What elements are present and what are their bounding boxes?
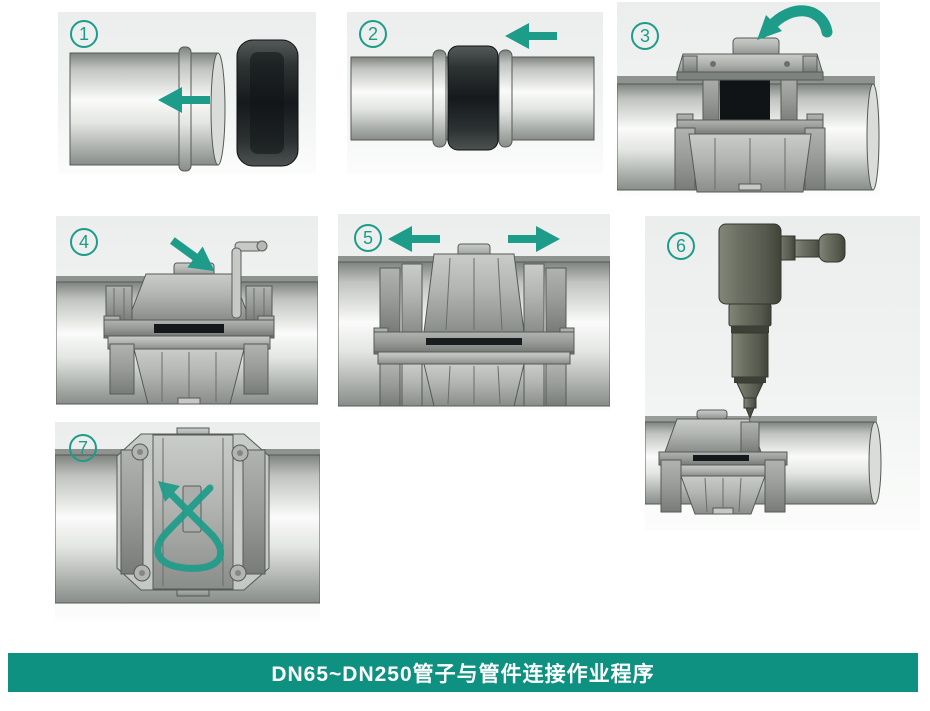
arrow-right-icon <box>508 226 560 252</box>
arrow-left-icon <box>505 23 557 49</box>
step-4-badge: 4 <box>70 228 98 256</box>
rubber-gasket-joint <box>447 45 499 151</box>
flip-over-arrow-icon <box>757 5 833 40</box>
coupling-assembled <box>373 243 575 407</box>
title-banner: DN65~DN250管子与管件连接作业程序 <box>8 653 918 692</box>
step-6-illustration <box>645 223 882 515</box>
arrow-left-icon <box>388 226 440 252</box>
gasket-visible <box>720 72 770 128</box>
step-4-illustration <box>56 230 318 405</box>
step-2-badge: 2 <box>359 20 387 48</box>
pipe <box>69 46 226 172</box>
coupling-assembled <box>658 409 788 515</box>
coupling-lower-half <box>674 71 826 193</box>
step-4-panel: 4 <box>56 216 318 408</box>
step-1-panel: 1 <box>58 12 316 174</box>
torque-tool <box>718 223 846 420</box>
step-1-illustration <box>69 39 299 172</box>
cross-tighten-arrow-icon <box>154 481 224 572</box>
step-3-badge: 3 <box>631 22 659 50</box>
step-7-panel: 7 <box>55 422 320 620</box>
coupling-assembled <box>103 262 275 405</box>
step-6-panel: 6 <box>645 216 920 530</box>
step-6-badge: 6 <box>667 232 695 260</box>
step-2-illustration <box>350 23 595 151</box>
step-7-badge: 7 <box>69 434 97 462</box>
coupling-upper-half <box>676 37 824 81</box>
title-banner-text: DN65~DN250管子与管件连接作业程序 <box>271 662 655 686</box>
step-3-illustration <box>617 5 880 193</box>
pipe-left <box>350 49 449 148</box>
pipe-right <box>498 49 595 148</box>
step-2-panel: 2 <box>347 12 603 174</box>
step-3-panel: 3 <box>617 2 880 196</box>
step-7-illustration <box>55 427 320 604</box>
step-5-badge: 5 <box>354 224 382 252</box>
step-5-panel: 5 <box>338 214 610 410</box>
step-5-illustration <box>338 226 610 407</box>
corner-bolts <box>131 443 249 582</box>
rubber-gasket-ring <box>236 39 299 167</box>
step-1-badge: 1 <box>70 20 98 48</box>
hex-key-bolt <box>231 240 268 319</box>
